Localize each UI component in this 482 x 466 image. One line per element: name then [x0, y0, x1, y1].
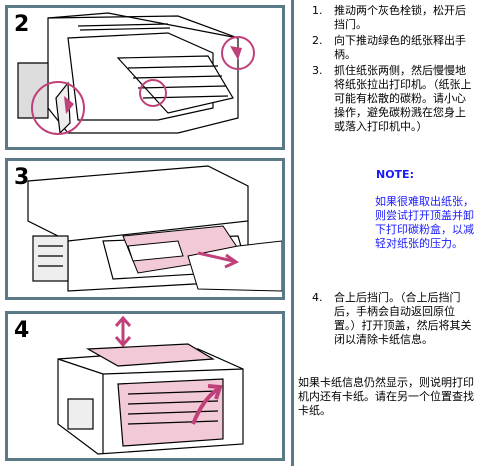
step-number-label: 3	[14, 165, 30, 190]
step-number: 3.	[312, 64, 323, 77]
latch-highlight-circle-left	[31, 81, 85, 135]
step-text: 抓住纸张两侧，然后慢慢地将纸张拉出打印机。（纸张上可能有松散的碳粉。请小心操作，…	[334, 64, 472, 133]
hand-left	[127, 240, 184, 262]
step-text: 推动两个灰色栓锁，松开后挡门。	[334, 4, 466, 31]
pull-direction-arrow	[197, 251, 240, 269]
final-paragraph: 如果卡纸信息仍然显示，则说明打印机内还有卡纸。请在另一个位置查找卡纸。	[298, 376, 474, 417]
printer-rear-door-drawing	[17, 12, 255, 135]
step-text: 合上后挡门。（合上后挡门后，手柄会自动返回原位置。）打开顶盖，然后将其关闭以清除…	[334, 291, 472, 346]
illustration-step-4: 4	[5, 311, 285, 461]
note-body: 如果很难取出纸张，则尝试打开顶盖并卸下打印碳粉盒，以减轻对纸张的压力。	[375, 195, 474, 250]
step-number-label: 4	[14, 318, 30, 343]
note-title: NOTE:	[376, 168, 414, 181]
step-number: 4.	[312, 291, 323, 304]
closing-door-drawing	[57, 315, 244, 455]
step-text: 向下推动绿色的纸张释出手柄。	[334, 34, 466, 61]
illustration-step-3: 3	[5, 158, 285, 300]
illustration-step-2: 2	[5, 5, 285, 150]
latch-highlight-circle-mid	[139, 79, 167, 107]
pulling-paper-drawing	[27, 165, 282, 292]
close-door-arrow	[191, 384, 223, 425]
latch-highlight-circle-right	[221, 36, 255, 70]
step-number: 2.	[312, 34, 323, 47]
column-divider	[291, 0, 294, 466]
hand-right	[187, 240, 282, 292]
step-number-label: 2	[14, 12, 30, 37]
step-number: 1.	[312, 4, 323, 17]
lift-arrow	[114, 315, 132, 348]
